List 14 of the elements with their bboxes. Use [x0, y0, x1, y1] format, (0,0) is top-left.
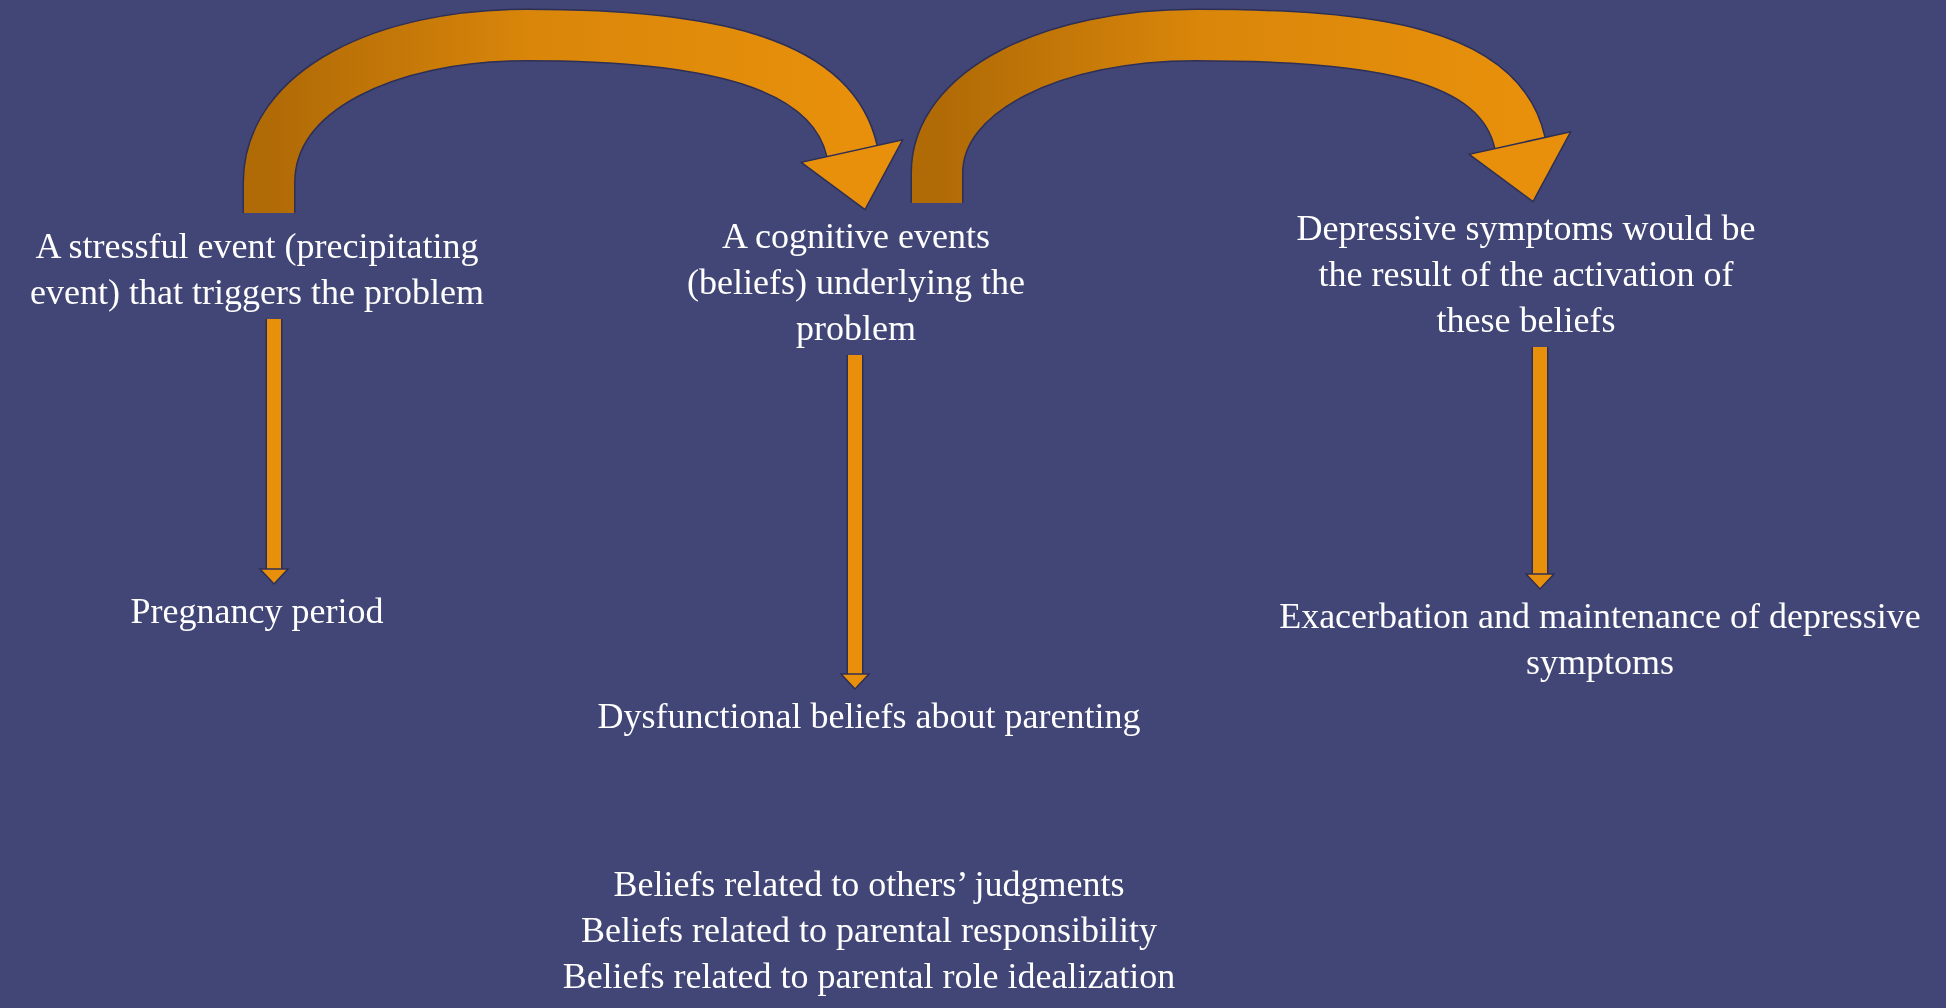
note-text: Beliefs related to others’ judgments [612, 863, 1126, 906]
curved-block-arrow [244, 10, 902, 213]
down-arrow [259, 319, 289, 585]
node-text: A stressful event (precipitating event) that triggers the problem [15, 223, 499, 315]
curved-block-arrow [912, 10, 1570, 203]
node-text: Pregnancy period [57, 588, 457, 634]
node-text: Dysfunctional beliefs about parenting [529, 693, 1209, 739]
note-text: Beliefs related to parental responsibility [580, 909, 1158, 952]
node-text: Exacerbation and maintenance of depressive symptoms [1256, 593, 1944, 685]
down-arrow [840, 355, 870, 690]
note-text: Beliefs related to parental role idealization [561, 955, 1177, 998]
node-text: Depressive symptoms would be the result of the activation of these beliefs [1296, 205, 1756, 343]
node-text: A cognitive events (beliefs) underlying the problem [681, 213, 1031, 351]
down-arrow [1525, 347, 1555, 590]
